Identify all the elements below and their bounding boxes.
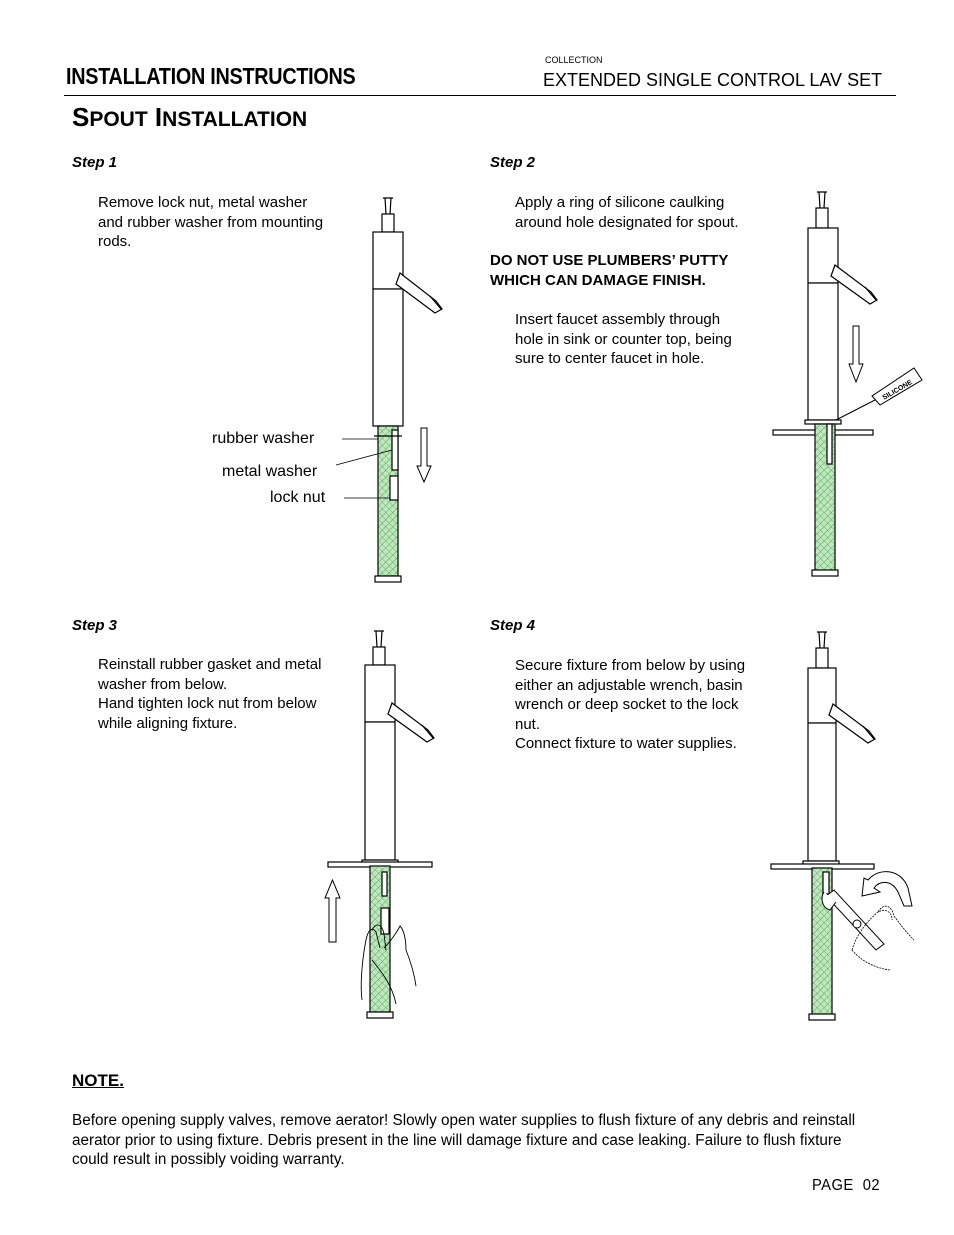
callout-metal-washer: metal washer bbox=[222, 463, 318, 480]
down-arrow-icon bbox=[416, 427, 432, 484]
silicone-tube-icon: SILICONE bbox=[835, 367, 923, 421]
up-arrow-icon bbox=[324, 878, 341, 943]
step-1-text: Remove lock nut, metal washer and rubber… bbox=[98, 194, 324, 250]
step-2-text-b: Insert faucet assembly through hole in s… bbox=[515, 311, 732, 367]
step-2-label: Step 2 bbox=[490, 154, 536, 171]
rotate-arrow-icon bbox=[861, 871, 913, 907]
putty-warning: DO NOT USE PLUMBERS’ PUTTY WHICH CAN DAM… bbox=[490, 252, 729, 289]
collection-label: COLLECTION bbox=[545, 55, 603, 65]
step-4-label: Step 4 bbox=[490, 617, 536, 634]
note-heading: NOTE. bbox=[72, 1071, 124, 1090]
section-title: SPOUT INSTALLATION bbox=[72, 102, 308, 132]
hand-icon bbox=[851, 905, 915, 971]
step-3-text: Reinstall rubber gasket and metal washer… bbox=[98, 656, 322, 732]
step-1-faucet-drawing bbox=[372, 197, 443, 583]
step-3-label: Step 3 bbox=[72, 617, 118, 634]
page-number: PAGE 02 bbox=[812, 1177, 881, 1194]
step-4-faucet-drawing bbox=[770, 631, 876, 1021]
document-title: INSTALLATION INSTRUCTIONS bbox=[66, 63, 356, 89]
step-1-label: Step 1 bbox=[72, 154, 118, 171]
note-body: Before opening supply valves, remove aer… bbox=[72, 1112, 856, 1168]
step-3-faucet-drawing bbox=[327, 630, 435, 1019]
step-4-text: Secure fixture from below by using eithe… bbox=[515, 657, 746, 752]
product-name: EXTENDED SINGLE CONTROL LAV SET bbox=[543, 70, 883, 90]
callout-rubber-washer: rubber washer bbox=[212, 430, 315, 447]
step-1-callout-lines bbox=[335, 438, 393, 499]
callout-lock-nut: lock nut bbox=[270, 489, 326, 506]
header-divider bbox=[64, 95, 896, 96]
step-2-faucet-drawing bbox=[772, 191, 878, 577]
down-arrow-icon bbox=[848, 325, 864, 384]
wrench-icon bbox=[821, 889, 885, 951]
step-2-text-a: Apply a ring of silicone caulking around… bbox=[515, 194, 739, 231]
hand-icon bbox=[360, 924, 417, 1005]
